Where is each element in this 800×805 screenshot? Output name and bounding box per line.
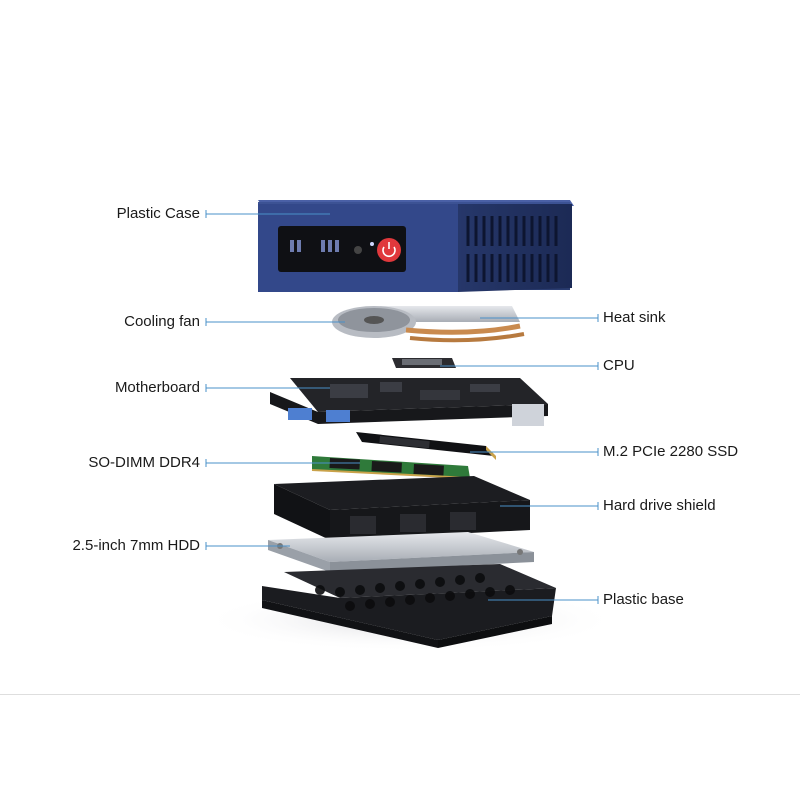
- so-dimm-ram: [311, 456, 471, 479]
- label-hard-drive-shield: Hard drive shield: [603, 497, 716, 514]
- hdd-2-5-inch: [268, 532, 534, 572]
- label-cooling-fan: Cooling fan: [124, 313, 200, 330]
- cooling-fan-heatsink: [332, 306, 525, 343]
- plastic-base: [262, 564, 556, 648]
- label-m2-ssd: M.2 PCIe 2280 SSD: [603, 443, 739, 460]
- plastic-case: [258, 200, 574, 292]
- usb-port-icon: [288, 408, 312, 420]
- label-motherboard: Motherboard: [114, 379, 200, 396]
- label-plastic-case: Plastic Case: [116, 205, 200, 222]
- power-button-icon: [377, 238, 401, 262]
- bottom-divider: [0, 694, 800, 695]
- label-plastic-base: Plastic base: [603, 591, 684, 608]
- label-so-dimm-ddr4: SO-DIMM DDR4: [88, 454, 200, 471]
- label-heat-sink: Heat sink: [603, 309, 666, 326]
- label-hdd: 2.5-inch 7mm HDD: [72, 537, 200, 554]
- front-io-panel: [278, 226, 406, 272]
- label-cpu: CPU: [603, 357, 635, 374]
- leader-lines: [205, 210, 599, 604]
- motherboard: [270, 378, 548, 426]
- hard-drive-shield: [274, 476, 530, 540]
- usb-port-icon: [326, 410, 350, 422]
- m2-ssd: [356, 432, 496, 460]
